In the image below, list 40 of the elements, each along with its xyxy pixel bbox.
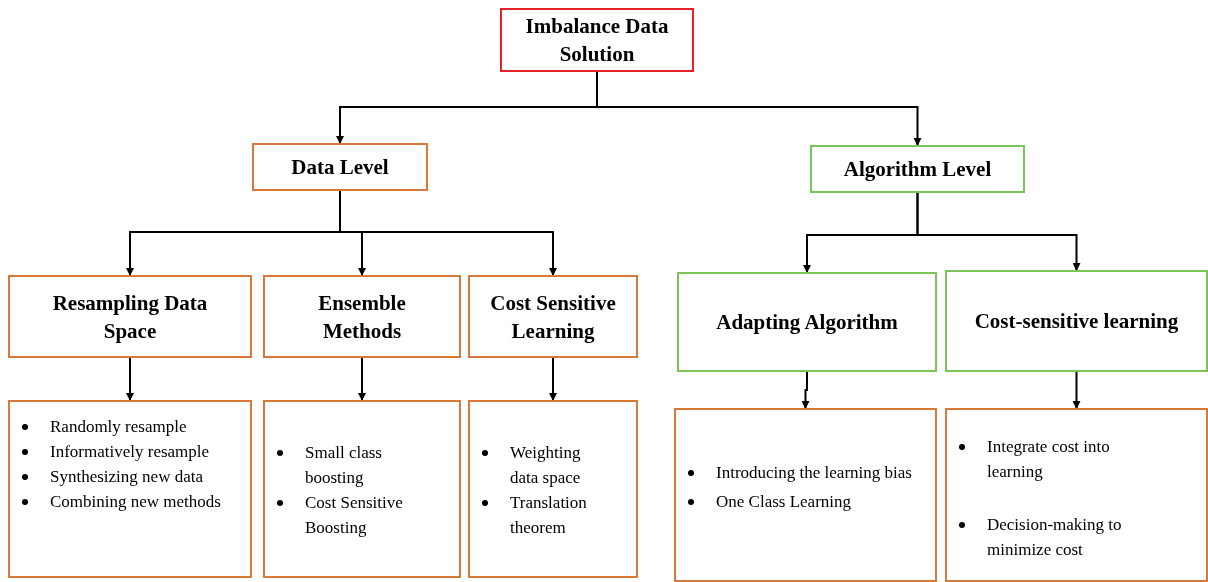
detail-box: [8, 400, 252, 578]
bullet-text: Decision-making to minimize cost: [987, 514, 1123, 561]
bullet-text: Introducing the learning bias: [716, 462, 912, 484]
bullet-text: Combining new methods: [50, 491, 221, 513]
bullet-text: Informatively resample: [50, 441, 210, 463]
box-title: Algorithm Level: [843, 156, 992, 183]
method-box: [677, 272, 937, 372]
bullet-text: Integrate cost into learning: [987, 436, 1111, 483]
arrow: [339, 190, 557, 276]
detail-box: [263, 400, 461, 578]
bullet-text: Randomly resample: [50, 416, 187, 438]
detail-box: [945, 408, 1208, 582]
arrow: [1072, 371, 1081, 409]
method-box: [8, 275, 252, 358]
box-title: Ensemble Methods: [317, 289, 407, 345]
arrow: [916, 192, 1081, 271]
category-box: [810, 145, 1025, 193]
bullet-text: Small class boosting: [305, 442, 383, 489]
box-title: Imbalance Data Solution: [524, 13, 670, 68]
detail-box: [468, 400, 638, 578]
bullet-text: One Class Learning: [716, 491, 852, 513]
arrow: [126, 357, 134, 401]
box-title: Cost-sensitive learning: [974, 308, 1179, 335]
box-title: Data Level: [291, 154, 389, 181]
method-box: [945, 270, 1208, 372]
box-title: Cost Sensitive Learning: [489, 289, 617, 345]
bullet-text: Synthesizing new data: [50, 466, 203, 488]
method-box: [468, 275, 638, 358]
detail-box: [674, 408, 937, 582]
arrow: [801, 371, 810, 409]
box-title: Adapting Algorithm: [716, 309, 898, 336]
category-box: [252, 143, 428, 191]
method-box: [263, 275, 461, 358]
root-box: [500, 8, 694, 72]
arrow: [358, 357, 366, 401]
arrow: [549, 357, 557, 401]
bullet-text: Cost Sensitive Boosting: [305, 492, 404, 539]
bullet-text: Weighting data space: [510, 442, 582, 489]
bullet-text: Translation theorem: [510, 492, 588, 539]
box-title: Resampling Data Space: [51, 289, 209, 345]
